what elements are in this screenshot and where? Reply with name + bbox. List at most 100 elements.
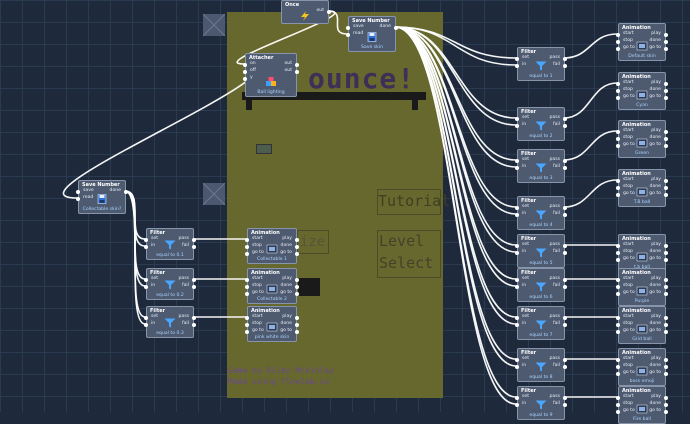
input-port[interactable] [515, 278, 519, 282]
input-port[interactable] [515, 213, 519, 217]
output-port[interactable] [664, 137, 668, 141]
input-port[interactable] [245, 316, 249, 320]
output-port[interactable] [664, 330, 668, 334]
output-port[interactable] [192, 278, 196, 282]
output-port[interactable] [664, 372, 668, 376]
input-port[interactable] [616, 130, 620, 134]
output-port[interactable] [664, 193, 668, 197]
output-port[interactable] [664, 278, 668, 282]
output-port[interactable] [563, 213, 567, 217]
input-port[interactable] [515, 365, 519, 369]
output-port[interactable] [563, 365, 567, 369]
output-port[interactable] [664, 244, 668, 248]
input-port[interactable] [144, 285, 148, 289]
input-port[interactable] [515, 57, 519, 61]
output-port[interactable] [664, 89, 668, 93]
input-port[interactable] [616, 96, 620, 100]
input-port[interactable] [243, 70, 247, 74]
output-port[interactable] [664, 316, 668, 320]
output-port[interactable] [563, 316, 567, 320]
output-port[interactable] [563, 251, 567, 255]
output-port[interactable] [563, 403, 567, 407]
input-port[interactable] [616, 365, 620, 369]
output-port[interactable] [664, 40, 668, 44]
output-port[interactable] [664, 96, 668, 100]
input-port[interactable] [245, 323, 249, 327]
input-port[interactable] [515, 244, 519, 248]
input-port[interactable] [616, 144, 620, 148]
output-port[interactable] [295, 316, 299, 320]
output-port[interactable] [664, 410, 668, 414]
output-port[interactable] [664, 358, 668, 362]
input-port[interactable] [243, 77, 247, 81]
input-port[interactable] [515, 206, 519, 210]
output-port[interactable] [192, 323, 196, 327]
input-port[interactable] [616, 403, 620, 407]
output-port[interactable] [563, 124, 567, 128]
output-port[interactable] [295, 245, 299, 249]
input-port[interactable] [245, 238, 249, 242]
input-port[interactable] [515, 396, 519, 400]
input-port[interactable] [515, 251, 519, 255]
input-port[interactable] [616, 193, 620, 197]
output-port[interactable] [563, 358, 567, 362]
output-port[interactable] [295, 70, 299, 74]
output-port[interactable] [563, 117, 567, 121]
input-port[interactable] [616, 396, 620, 400]
output-port[interactable] [295, 238, 299, 242]
output-port[interactable] [664, 144, 668, 148]
input-port[interactable] [515, 403, 519, 407]
output-port[interactable] [664, 365, 668, 369]
input-port[interactable] [616, 33, 620, 37]
output-port[interactable] [563, 206, 567, 210]
output-port[interactable] [563, 323, 567, 327]
input-port[interactable] [144, 238, 148, 242]
output-port[interactable] [563, 244, 567, 248]
input-port[interactable] [616, 358, 620, 362]
output-port[interactable] [295, 285, 299, 289]
output-port[interactable] [563, 285, 567, 289]
output-port[interactable] [664, 403, 668, 407]
input-port[interactable] [616, 47, 620, 51]
output-port[interactable] [664, 82, 668, 86]
output-port[interactable] [295, 63, 299, 67]
output-port[interactable] [664, 130, 668, 134]
output-port[interactable] [664, 323, 668, 327]
input-port[interactable] [243, 63, 247, 67]
output-port[interactable] [394, 26, 398, 30]
output-port[interactable] [563, 64, 567, 68]
output-port[interactable] [124, 190, 128, 194]
input-port[interactable] [616, 89, 620, 93]
input-port[interactable] [245, 292, 249, 296]
output-port[interactable] [664, 258, 668, 262]
input-port[interactable] [515, 316, 519, 320]
input-port[interactable] [616, 82, 620, 86]
output-port[interactable] [563, 278, 567, 282]
input-port[interactable] [616, 330, 620, 334]
input-port[interactable] [616, 410, 620, 414]
input-port[interactable] [515, 358, 519, 362]
output-port[interactable] [563, 57, 567, 61]
output-port[interactable] [664, 33, 668, 37]
output-port[interactable] [563, 396, 567, 400]
input-port[interactable] [515, 159, 519, 163]
output-port[interactable] [295, 330, 299, 334]
input-port[interactable] [515, 124, 519, 128]
